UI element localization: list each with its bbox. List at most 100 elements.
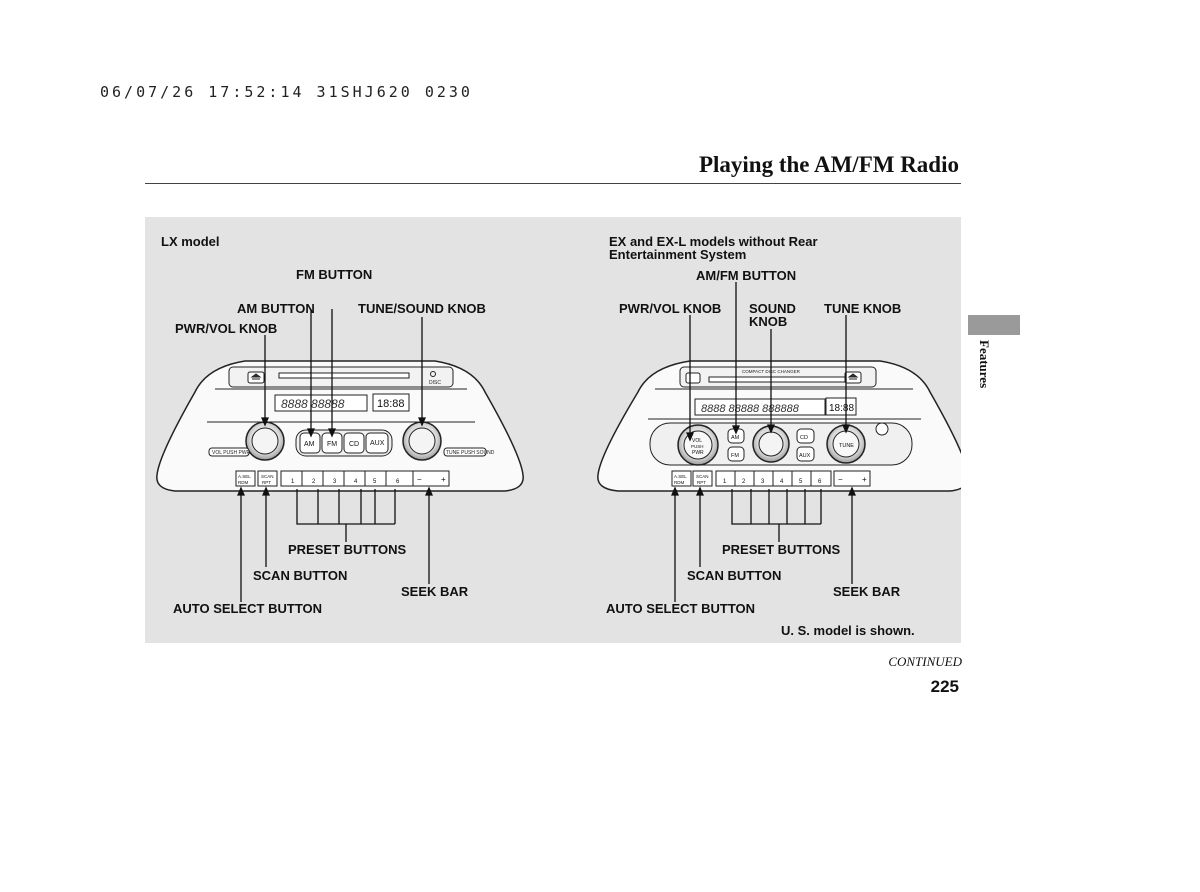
ex-seek-bar	[833, 470, 871, 487]
ex-leader-lines	[671, 282, 856, 602]
ex-auto-select-button-label: AUTO SELECT BUTTON	[606, 601, 756, 616]
lx-rpt-text: RPT	[262, 480, 271, 485]
lx-auto-select-button-label: AUTO SELECT BUTTON	[173, 601, 323, 616]
ex-scan-button-label: SCAN BUTTON	[687, 568, 782, 583]
ex-radio-unit: COMPACT DISC CHANGER 8888 88888 888888 1…	[597, 360, 961, 492]
ex-pwr-vol-knob-label: PWR/VOL KNOB	[619, 301, 722, 316]
lx-radio-unit: DISC 8888 88888 18:88 VOL PUSH PWR TUNE …	[156, 360, 524, 492]
lx-cd-slot	[278, 372, 410, 379]
ex-rdm-text: RDM	[674, 480, 684, 485]
continued-label: CONTINUED	[888, 654, 962, 669]
lx-preset-3: 3	[333, 479, 337, 485]
section-tab-marker	[968, 315, 1020, 335]
lx-tune-sound-knob-label: TUNE/SOUND KNOB	[358, 301, 486, 316]
ex-tune-knob-label: TUNE KNOB	[824, 301, 902, 316]
lx-unit-faceplate	[156, 360, 524, 492]
lx-preset-2: 2	[312, 479, 316, 485]
lx-scan-text: SCAN	[261, 474, 274, 479]
lx-disc-text: DISC	[429, 380, 441, 386]
ex-scan-text: SCAN	[696, 474, 709, 479]
page-number: 225	[930, 677, 959, 696]
lx-disc-indicator	[430, 371, 436, 377]
lx-display-digits: 8888 88888	[281, 397, 345, 411]
ex-fm-text: FM	[731, 453, 739, 459]
lx-seek-minus: −	[417, 475, 422, 484]
ex-sound-knob-label-1: SOUND	[749, 301, 796, 316]
ex-vol-text: VOL	[692, 438, 702, 444]
ex-sound-knob-label-2: KNOB	[749, 314, 788, 329]
lx-preset-5: 5	[373, 479, 377, 485]
ex-scan-button	[692, 470, 713, 487]
lx-display	[274, 394, 368, 412]
ex-am-text: AM	[731, 435, 740, 441]
ex-aux-text: AUX	[799, 453, 811, 459]
print-timestamp: 06/07/26 17:52:14 31SHJ620 0230	[100, 83, 473, 101]
lx-asel-text: A.SEL	[238, 474, 251, 479]
ex-auto-select-button	[671, 470, 692, 487]
section-tab-label: Features	[977, 340, 992, 389]
lx-scan-button	[257, 470, 278, 487]
lx-preset-buttons: 1 2 3 4 5 6	[291, 479, 400, 485]
ex-cd-text: CD	[800, 435, 808, 441]
ex-preset-buttons: 1 2 3 4 5 6	[723, 479, 822, 485]
ex-preset-4: 4	[780, 479, 784, 485]
lx-tune-sound-text: TUNE PUSH SOUND	[446, 450, 495, 456]
lx-am-text: AM	[304, 441, 315, 448]
ex-cd-button	[796, 428, 815, 444]
ex-preset-6: 6	[818, 479, 822, 485]
ex-load-button	[685, 372, 701, 384]
lx-scan-button-label: SCAN BUTTON	[253, 568, 348, 583]
lx-pwr-vol-knob-label: PWR/VOL KNOB	[175, 321, 278, 336]
lx-aux-text: AUX	[370, 440, 385, 447]
ex-am-fm-button-label: AM/FM BUTTON	[696, 268, 797, 283]
ex-rpt-text: RPT	[697, 480, 706, 485]
lx-preset-4: 4	[354, 479, 358, 485]
lx-am-button-label: AM BUTTON	[237, 301, 315, 316]
lx-fm-button-label: FM BUTTON	[296, 267, 373, 282]
ex-info-button	[875, 422, 889, 436]
ex-seek-bar-label: SEEK BAR	[833, 584, 901, 599]
ex-clock-display	[825, 397, 857, 416]
lx-clock-text: 18:88	[377, 398, 405, 410]
ex-preset-5: 5	[799, 479, 803, 485]
ex-tune-text: TUNE	[839, 443, 854, 449]
title-rule	[145, 183, 961, 184]
ex-seek-minus: −	[838, 475, 843, 484]
lx-aux-button	[365, 432, 389, 454]
ex-push-text: PUSH	[691, 444, 704, 449]
ex-preset-buttons-label: PRESET BUTTONS	[722, 542, 841, 557]
ex-aux-button	[796, 446, 815, 462]
lx-vol-pwr-text: VOL PUSH PWR	[212, 450, 251, 456]
lx-cd-button	[343, 432, 365, 454]
ex-clock-text: 18:88	[829, 403, 854, 414]
ex-display	[694, 398, 826, 416]
lx-cd-text: CD	[349, 441, 359, 448]
lx-model-label: LX model	[161, 234, 220, 249]
ex-preset-1: 1	[723, 479, 727, 485]
ex-seek-plus: +	[862, 475, 867, 484]
ex-model-label-line2: Entertainment System	[609, 247, 747, 262]
lx-fm-text: FM	[327, 441, 337, 448]
ex-asel-text: A.SEL	[674, 474, 687, 479]
lx-seek-bar-label: SEEK BAR	[401, 584, 469, 599]
page-title: Playing the AM/FM Radio	[698, 152, 959, 177]
lx-rdm-text: RDM	[238, 480, 248, 485]
diagram-panel: DISC 8888 88888 18:88 VOL PUSH PWR TUNE …	[145, 217, 961, 643]
radio-diagram: DISC 8888 88888 18:88 VOL PUSH PWR TUNE …	[156, 282, 961, 602]
ex-fm-button	[727, 446, 745, 462]
lx-leader-lines	[237, 309, 433, 602]
lx-preset-buttons-label: PRESET BUTTONS	[288, 542, 407, 557]
ex-preset-3: 3	[761, 479, 765, 485]
ex-pwr-text: PWR	[692, 450, 704, 456]
lx-seek-bar	[412, 470, 450, 487]
ex-model-label-line1: EX and EX-L models without Rear	[609, 234, 818, 249]
ex-display-digits: 8888 88888 888888	[701, 403, 800, 415]
lx-preset-1: 1	[291, 479, 295, 485]
ex-preset-2: 2	[742, 479, 746, 485]
lx-auto-select-button	[235, 470, 256, 487]
ex-cd-slot	[708, 376, 850, 383]
lx-preset-6: 6	[396, 479, 400, 485]
lx-seek-plus: +	[441, 475, 446, 484]
ex-model-note: U. S. model is shown.	[781, 623, 915, 638]
lx-clock-display	[372, 393, 410, 412]
